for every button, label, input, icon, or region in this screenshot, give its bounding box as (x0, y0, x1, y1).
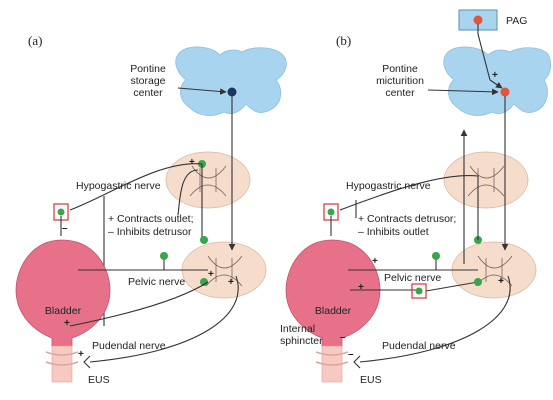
effect-minus-b: – Inhibits outlet (358, 226, 429, 238)
pudendal-nerve-label-b: Pudendal nerve (382, 340, 456, 352)
effect-minus-a: – Inhibits detrusor (108, 226, 192, 238)
hypogastric-nerve-label-b: Hypogastric nerve (346, 180, 431, 192)
hypogastric-nerve-label-a: Hypogastric nerve (76, 180, 161, 192)
pontine-storage-dot (227, 87, 237, 97)
spinal-cord-upper-a (165, 151, 251, 209)
sign: + (228, 277, 234, 288)
sign: – (348, 349, 354, 360)
sign: + (358, 282, 364, 293)
spinal-cord-upper-b (443, 151, 529, 209)
sign: + (208, 269, 214, 280)
effect-plus-b: + Contracts detrusor; (358, 213, 456, 225)
pelvic-nerve-label-a: Pelvic nerve (128, 276, 185, 288)
brainstem-a (175, 46, 287, 116)
bladder-label-b: Bladder (315, 305, 352, 317)
neuron-dot (160, 252, 168, 260)
brainstem-b (443, 46, 552, 116)
neuron-dot (327, 208, 335, 216)
neuron-dot (200, 278, 208, 286)
pontine-micturition-dot (500, 87, 510, 97)
effect-plus-a: + Contracts outlet; (108, 213, 194, 225)
bladder-label-a: Bladder (45, 305, 82, 317)
pag-dot (473, 15, 483, 25)
neuron-dot (474, 278, 482, 286)
pag-label: PAG (506, 15, 527, 27)
pontine-arrow-a (177, 87, 227, 95)
eus-label-a: EUS (88, 374, 110, 386)
panel-b-tag: (b) (336, 33, 351, 48)
sign: + (78, 349, 84, 360)
neuron-dot (415, 287, 423, 295)
sign: + (492, 70, 498, 81)
neuron-dot (57, 208, 65, 216)
eus-label-b: EUS (360, 374, 382, 386)
sign: + (372, 256, 378, 267)
pontine-arrow-b (427, 88, 499, 96)
bladder-a (15, 239, 111, 347)
sign: – (340, 332, 346, 343)
sign: + (64, 318, 70, 329)
sign: + (498, 276, 504, 287)
pelvic-nerve-label-b: Pelvic nerve (384, 272, 441, 284)
neuron-dot (432, 252, 440, 260)
sign: – (62, 223, 68, 234)
panel-a-tag: (a) (28, 33, 42, 48)
neuron-dot (200, 236, 208, 244)
sign: + (189, 157, 195, 168)
pudendal-nerve-label-a: Pudendal nerve (92, 340, 166, 352)
